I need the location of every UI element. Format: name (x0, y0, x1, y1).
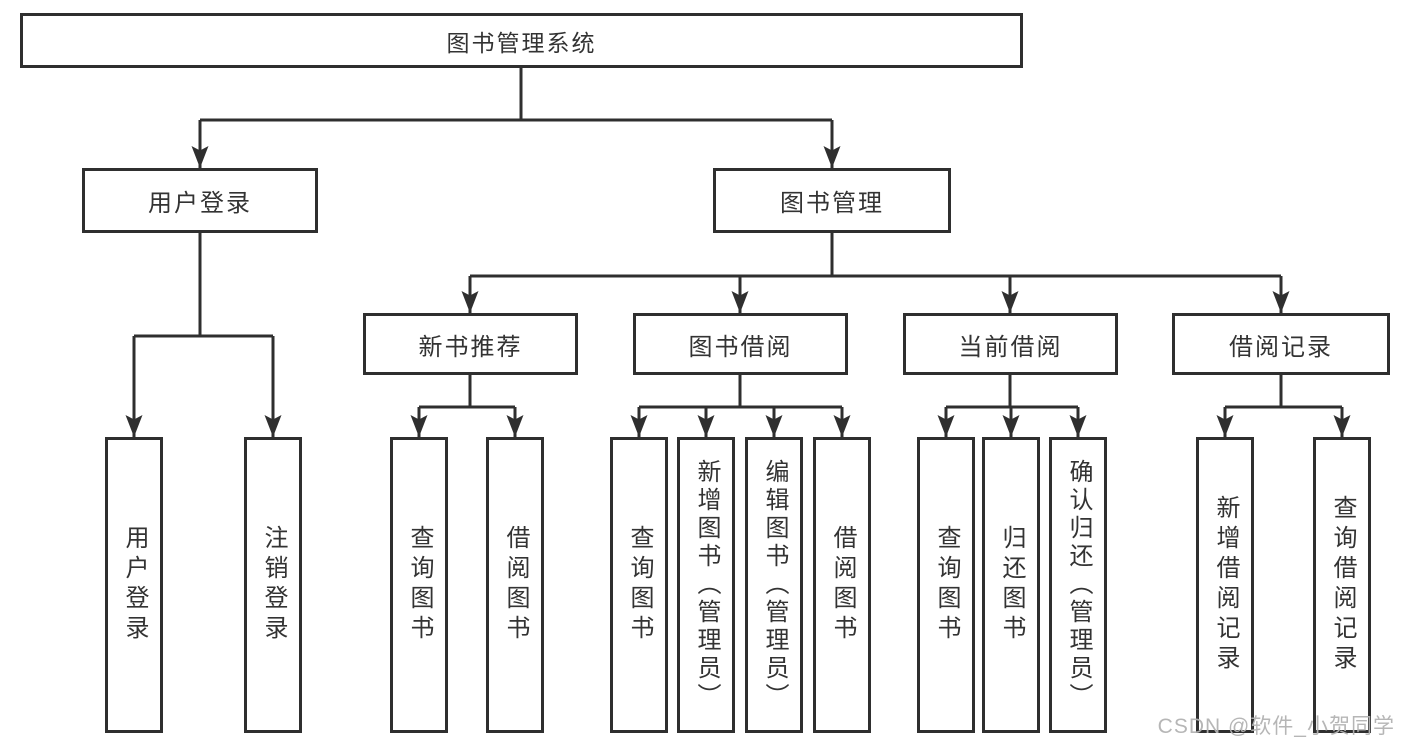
node-label: 查询借阅记录 (1329, 495, 1356, 675)
edges-current-borrow-to-leaves (937, 375, 1087, 437)
node-label: 借阅记录 (1229, 333, 1333, 361)
csdn-watermark: CSDN @软件_小贺同学 (1157, 715, 1395, 738)
node-label: 图书管理 (780, 190, 884, 217)
node-leaf-user-login: 用户登录 (105, 437, 163, 733)
node-label: 注销登录 (260, 525, 287, 645)
node-label: 查询图书 (626, 525, 653, 645)
node-leaf-borrow-books-1: 借阅图书 (486, 437, 544, 733)
node-label: 新增图书（管理员） (693, 459, 720, 711)
node-leaf-borrow-books-2: 借阅图书 (813, 437, 871, 733)
node-leaf-edit-books-admin: 编辑图书（管理员） (745, 437, 803, 733)
node-label: 当前借阅 (958, 333, 1063, 361)
node-label: 借阅图书 (502, 525, 529, 645)
node-label: 编辑图书（管理员） (761, 459, 788, 711)
node-label: 归还图书 (998, 525, 1025, 645)
node-label: 借阅图书 (829, 525, 856, 645)
edges-new-book-to-leaves (410, 375, 524, 437)
node-leaf-query-books-2: 查询图书 (610, 437, 668, 733)
node-label: 图书借阅 (688, 333, 793, 361)
edges-user-login-to-leaves (125, 233, 282, 437)
edges-root-to-level2 (191, 68, 841, 168)
node-user-login: 用户登录 (82, 168, 318, 233)
edges (125, 68, 1351, 437)
node-label: 确认归还（管理员） (1065, 459, 1092, 711)
node-leaf-query-books-3: 查询图书 (917, 437, 975, 733)
edges-book-mgmt-to-level3 (461, 233, 1290, 313)
node-leaf-query-borrow-record: 查询借阅记录 (1313, 437, 1371, 733)
node-label: 查询图书 (406, 525, 433, 645)
node-leaf-return-books: 归还图书 (982, 437, 1040, 733)
node-book-management: 图书管理 (713, 168, 951, 233)
node-leaf-query-books-1: 查询图书 (390, 437, 448, 733)
node-label: 用户登录 (121, 525, 148, 645)
node-library-management-system: 图书管理系统 (20, 13, 1023, 68)
node-leaf-add-books-admin: 新增图书（管理员） (677, 437, 735, 733)
edges-book-borrow-to-leaves (630, 375, 851, 437)
node-label: 图书管理系统 (446, 29, 597, 56)
node-label: 用户登录 (148, 190, 252, 217)
node-leaf-confirm-return-admin: 确认归还（管理员） (1049, 437, 1107, 733)
node-book-borrow: 图书借阅 (633, 313, 848, 375)
node-leaf-add-borrow-record: 新增借阅记录 (1196, 437, 1254, 733)
node-new-book-recommend: 新书推荐 (363, 313, 578, 375)
node-label: 新增借阅记录 (1212, 495, 1239, 675)
node-label: 新书推荐 (418, 333, 523, 361)
edges-borrow-records-to-leaves (1216, 375, 1351, 437)
node-current-borrow: 当前借阅 (903, 313, 1118, 375)
node-label: 查询图书 (933, 525, 960, 645)
node-leaf-logout: 注销登录 (244, 437, 302, 733)
node-borrow-records: 借阅记录 (1172, 313, 1390, 375)
